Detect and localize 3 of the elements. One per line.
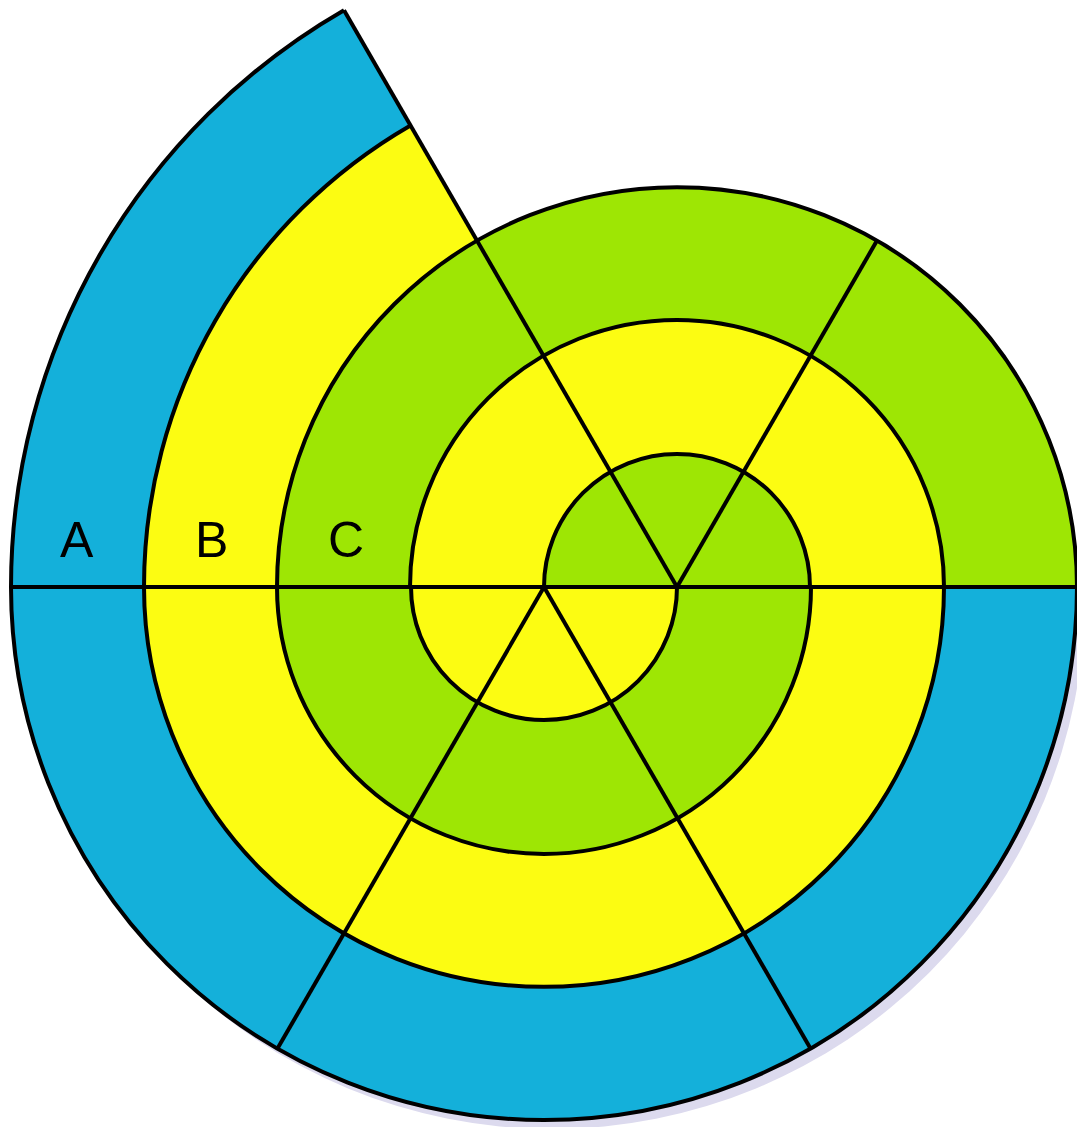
band-label: A [60,515,94,565]
band-label: C [328,515,365,565]
band-label: B [195,515,229,565]
